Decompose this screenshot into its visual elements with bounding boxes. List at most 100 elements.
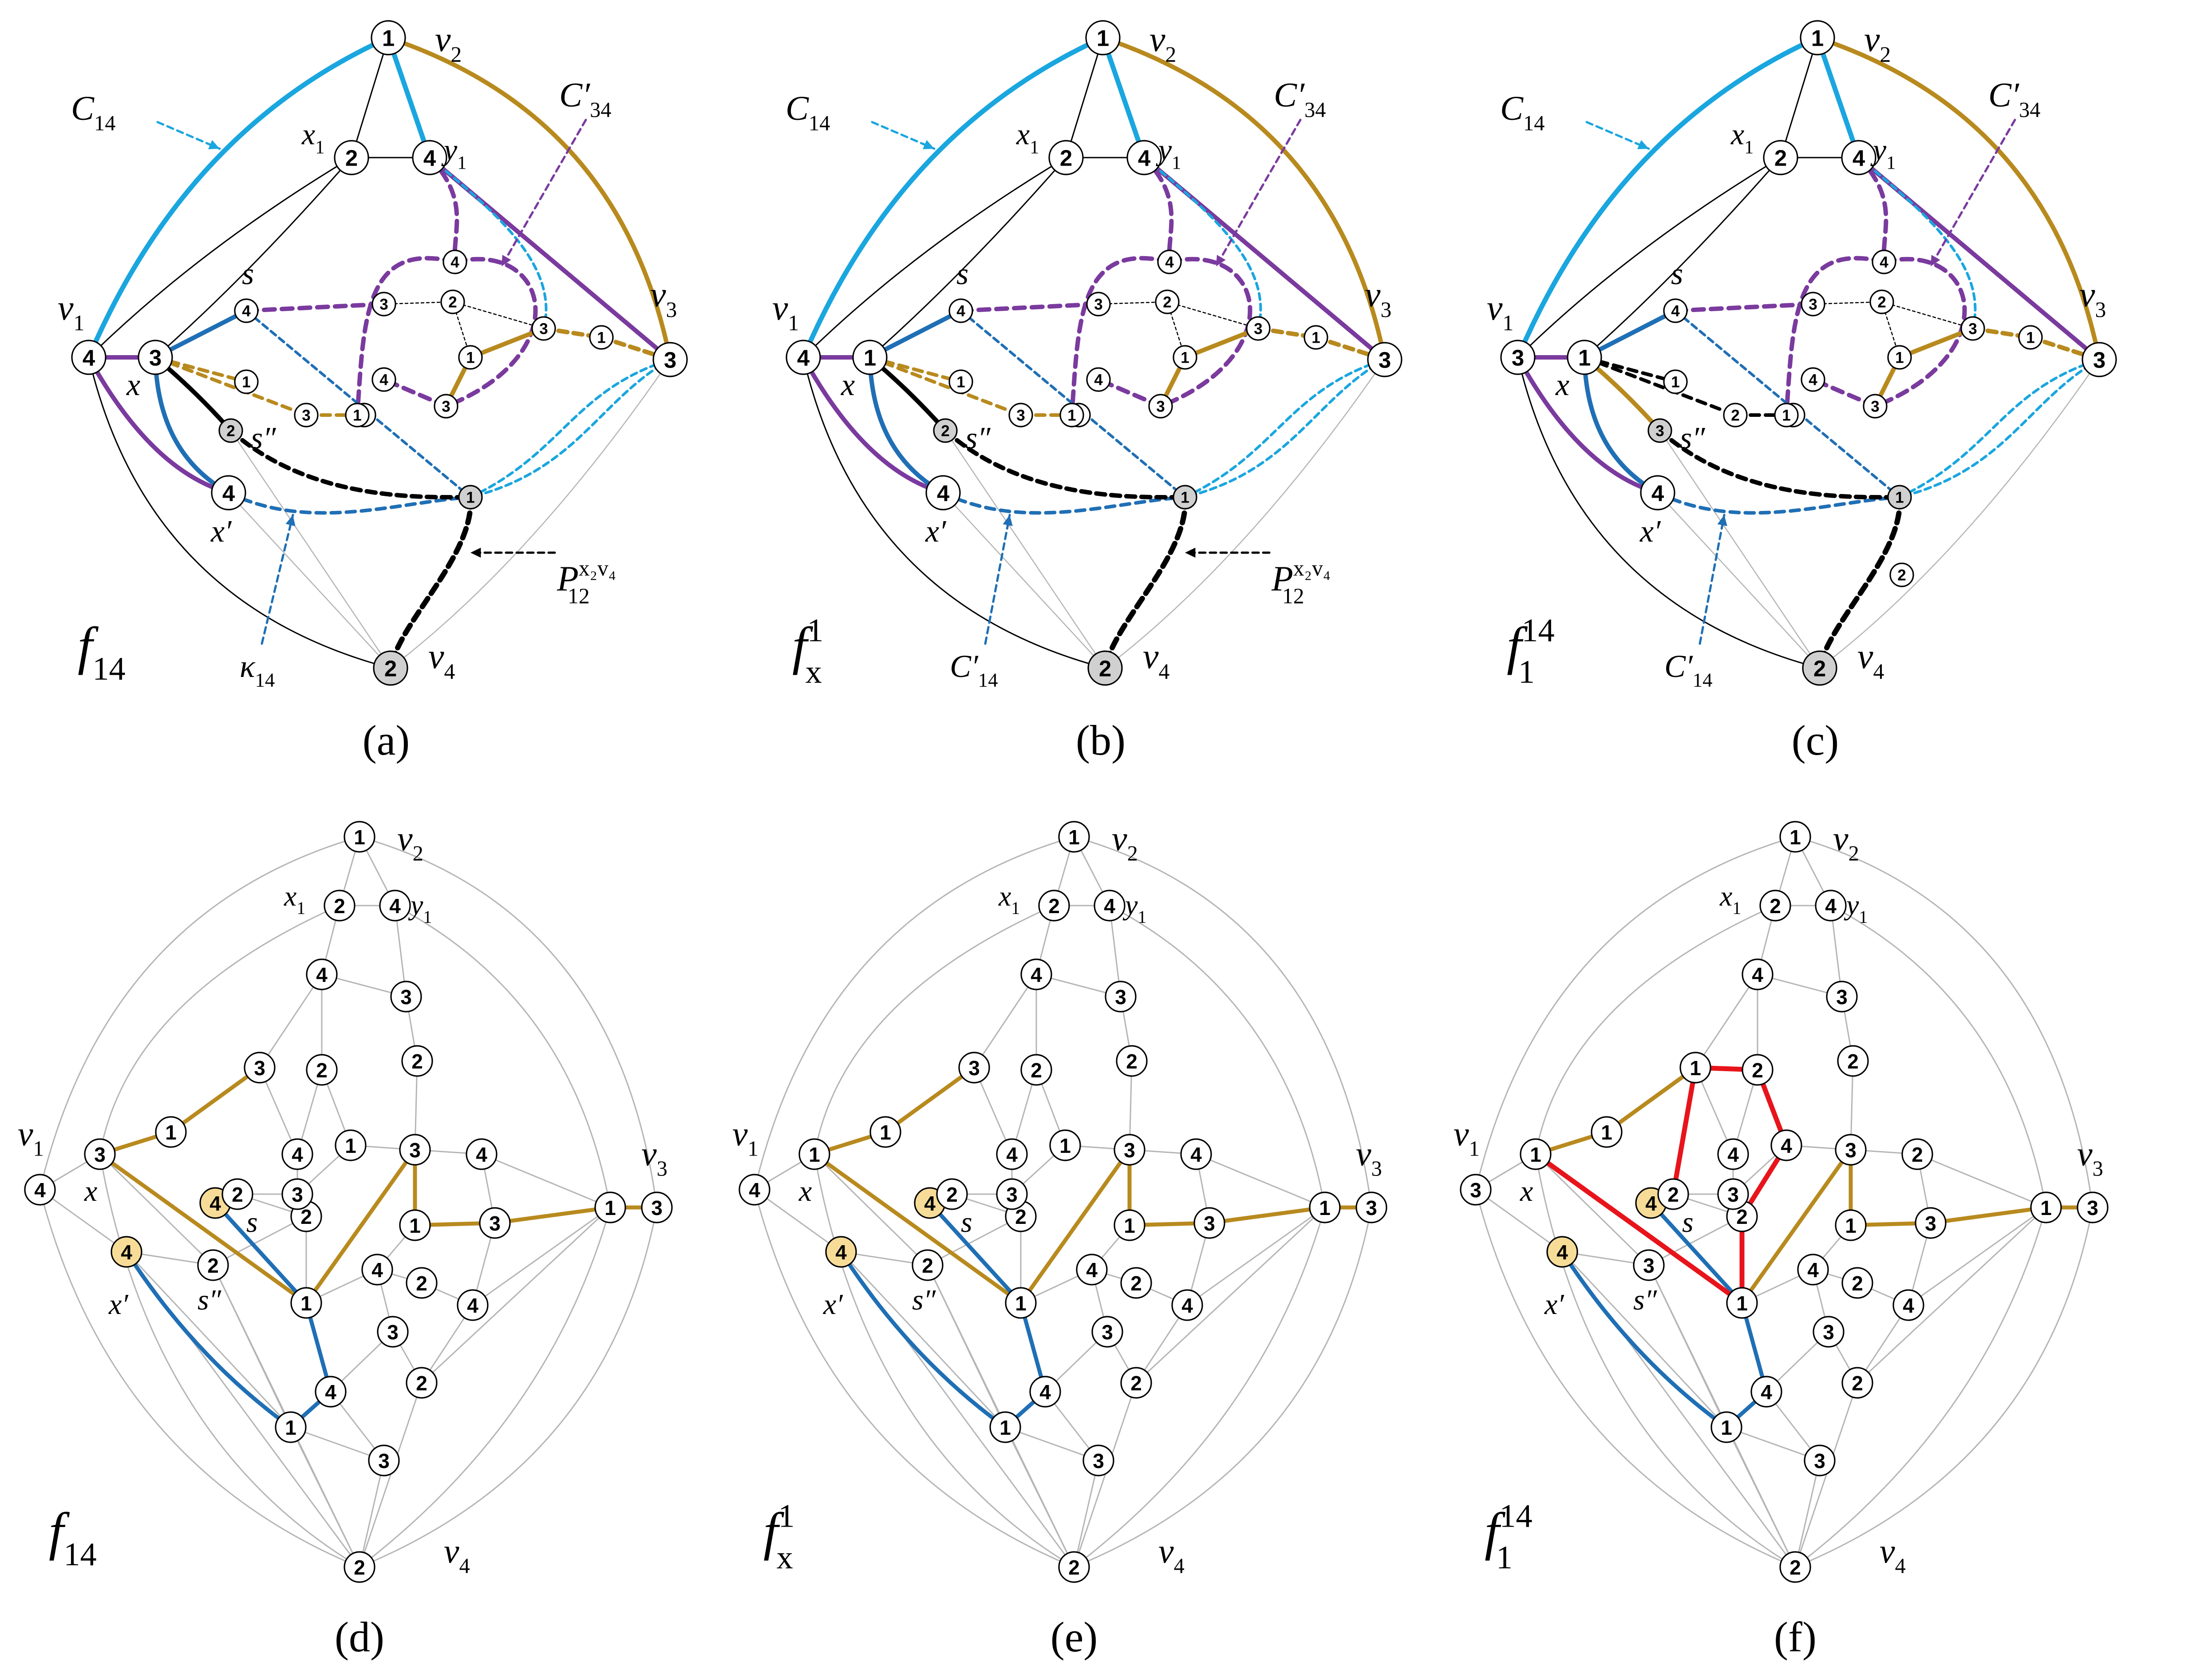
edge — [428, 156, 548, 330]
edge — [802, 157, 1067, 358]
vertex-color-label: 1 — [1097, 26, 1109, 51]
vertex-color-label: 1 — [345, 1134, 356, 1157]
c14-arrow-head — [923, 140, 934, 150]
vertex-inner: 1 — [1835, 1209, 1867, 1241]
vertex-y1: 4 — [379, 890, 411, 922]
vertex-color-label: 2 — [1068, 1556, 1080, 1579]
vertex-inner: 2 — [401, 1045, 433, 1077]
vertex-right-small: 1 — [2018, 325, 2043, 350]
vertex-ring: 3 — [1148, 394, 1173, 419]
vertex-inner: 2 — [221, 1178, 253, 1210]
vertex-color-label: 2 — [1060, 146, 1072, 171]
vertex-v1: 4 — [24, 1174, 56, 1206]
vertex-x1: 2 — [1763, 140, 1798, 175]
vertex-color-label: 4 — [389, 894, 401, 918]
vertex-y1: 4 — [1841, 140, 1876, 175]
label-s: s — [1682, 1206, 1694, 1239]
vertex-color-label: 3 — [1156, 398, 1165, 416]
vertex-color-label: 4 — [34, 1179, 46, 1202]
edge — [941, 491, 1187, 515]
vertex-color-label: 4 — [476, 1143, 487, 1166]
vertex-ring: 1 — [345, 403, 370, 427]
edge — [154, 356, 308, 417]
label-x: x — [1520, 1175, 1533, 1207]
label-x-prime: x′ — [823, 1288, 843, 1321]
edge — [1830, 905, 2047, 1208]
vertex-x1: 2 — [1038, 890, 1070, 922]
label-s-double-prime: s″ — [251, 421, 276, 455]
edge — [386, 36, 672, 362]
p12-arrow-head — [470, 547, 481, 558]
edge — [1560, 1250, 1729, 1429]
vertex-color-label: 3 — [968, 1057, 980, 1080]
vertex-color-label: 2 — [1770, 894, 1781, 918]
vertex-color-label: 1 — [1601, 1121, 1612, 1144]
label-v1: v1 — [732, 1114, 758, 1160]
vertex-color-label: 3 — [651, 1196, 663, 1219]
edge — [388, 495, 474, 671]
vertex-inner: 3 — [1091, 1316, 1123, 1348]
vertex-color-label: 4 — [1853, 146, 1865, 171]
vertex-color-label: 2 — [232, 1183, 243, 1206]
vertex-v2: 1 — [1058, 821, 1090, 853]
edge — [1673, 302, 1815, 313]
vertex-color-label: 3 — [539, 321, 548, 338]
vertex-x: 3 — [84, 1138, 116, 1170]
edge — [1100, 35, 1147, 160]
vertex-v3-inner: 1 — [1309, 1191, 1341, 1223]
label-s-double-prime: s″ — [1680, 421, 1705, 455]
edge — [1857, 156, 1977, 330]
vertex-color-label: 4 — [1181, 1294, 1193, 1317]
label-s: s — [246, 1206, 258, 1239]
vertex-ring: 3 — [1246, 316, 1271, 341]
vertex-color-label: 4 — [467, 1294, 478, 1317]
vertex-ring: 3 — [1960, 316, 1985, 341]
vertex-y1: 4 — [1126, 140, 1162, 175]
vertex-v3: 3 — [2077, 1191, 2109, 1223]
vertex-color-label: 2 — [448, 294, 457, 311]
vertex-ring: 3 — [531, 316, 556, 341]
edge — [1517, 356, 1821, 669]
vertex-color-label: 3 — [1379, 348, 1391, 373]
vertex-v1: 4 — [71, 340, 107, 375]
label-v3: v3 — [2077, 1134, 2103, 1180]
vertex-color-label: 2 — [1877, 294, 1886, 311]
vertex-color-label: 2 — [1897, 567, 1906, 584]
edge — [124, 1250, 293, 1429]
vertex-ring: 4 — [1157, 249, 1182, 274]
c14-prime-arrow-head — [1717, 515, 1727, 526]
vertex-color-label: 1 — [354, 826, 365, 849]
vertex-color-label: 4 — [1761, 1381, 1772, 1404]
edge — [1928, 1205, 2048, 1225]
edge — [1815, 36, 2101, 362]
vertex-color-label: 4 — [749, 1179, 760, 1202]
vertex-color-label: 2 — [1789, 1556, 1801, 1579]
label-v1: v1 — [1454, 1114, 1480, 1160]
vertex-color-label: 1 — [809, 1143, 820, 1166]
vertex-color-label: 2 — [1031, 1059, 1042, 1082]
annotation-c14: C14 — [786, 89, 830, 135]
vertex-inner: 1 — [1726, 1287, 1758, 1319]
vertex-color-label: 1 — [1736, 1292, 1748, 1315]
vertex-mid: 1 — [1887, 485, 1912, 510]
vertex-inner: 4 — [996, 1138, 1028, 1170]
label-y1: y1 — [408, 889, 432, 927]
vertex-color-label: 4 — [222, 481, 235, 506]
label-y1: y1 — [441, 133, 466, 173]
vertex-color-label: 3 — [409, 1139, 421, 1162]
vertex-inner: 2 — [1657, 1178, 1689, 1210]
edge — [1780, 37, 1818, 158]
edge — [351, 37, 389, 158]
vertex-ring: 3 — [1086, 292, 1111, 317]
edge — [1073, 836, 1372, 1208]
edge — [1101, 36, 1387, 362]
edge — [1794, 1207, 2047, 1568]
vertex-color-label: 4 — [1781, 1134, 1792, 1157]
label-x1: x1 — [301, 117, 324, 158]
label-v3: v3 — [1356, 1134, 1382, 1180]
c14-arrow — [1585, 121, 1650, 150]
label-v1: v1 — [18, 1114, 44, 1160]
vertex-color-label: 3 — [1836, 985, 1848, 1009]
label-v4: v4 — [444, 1532, 470, 1578]
